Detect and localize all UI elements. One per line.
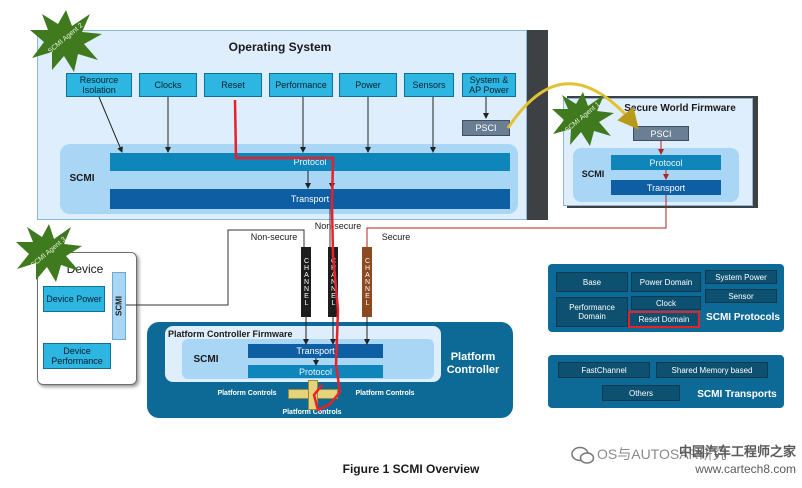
scmi-transports-title: SCMI Transports — [697, 388, 777, 400]
service-sensors: Sensors — [404, 73, 454, 97]
os-protocol-bar: Protocol — [110, 153, 510, 171]
platform-controller-label: Platform Controller — [446, 351, 500, 376]
os-transport-bar: Transport — [110, 189, 510, 209]
os-box-shadow — [525, 30, 548, 220]
service-power: Power — [339, 73, 397, 97]
non-secure-label-left: Non-secure — [250, 232, 298, 242]
agent-2-burst: SCMI Agent 2 — [28, 8, 104, 74]
platform-controls-bottom: Platform Controls — [282, 408, 342, 416]
device-title: Device — [66, 262, 104, 276]
protocol-sensor: Sensor — [705, 289, 777, 303]
transport-shared-memory: Shared Memory based — [656, 362, 768, 378]
secure-transport-bar: Transport — [611, 180, 721, 195]
protocol-clock: Clock — [631, 296, 701, 310]
channel-1: CHANNEL — [301, 247, 311, 317]
secure-scmi-label: SCMI — [581, 169, 605, 179]
transport-fastchannel: FastChannel — [558, 362, 650, 378]
platform-scmi-label: SCMI — [193, 353, 219, 365]
platform-protocol-bar: Protocol — [248, 365, 383, 378]
wechat-icon — [571, 446, 595, 464]
device-power-box: Device Power — [43, 286, 105, 312]
protocol-base: Base — [556, 272, 628, 292]
device-performance-box: Device Performance — [43, 343, 111, 369]
transport-others: Others — [602, 385, 680, 401]
service-system-ap-power: System & AP Power — [462, 73, 516, 97]
secure-protocol-bar: Protocol — [611, 155, 721, 170]
figure-caption: Figure 1 SCMI Overview — [342, 462, 480, 476]
service-resource-isolation: Resource Isolation — [66, 73, 132, 97]
watermark-line1: OS与AUTOSAR研究 — [597, 446, 727, 462]
protocol-reset-domain: Reset Domain — [628, 311, 700, 328]
scmi-protocols-title: SCMI Protocols — [706, 311, 780, 323]
platform-controls-left: Platform Controls — [217, 389, 277, 397]
agent-3-burst: SCMI Agent 3 — [14, 222, 84, 284]
channel-2: CHANNEL — [328, 247, 338, 317]
platform-controls-right: Platform Controls — [355, 389, 415, 397]
watermark-line2: 中国汽车工程师之家 — [678, 443, 796, 459]
platform-firmware-title: Platform Controller Firmware — [168, 328, 293, 339]
platform-transport-bar: Transport — [248, 344, 383, 358]
agent-1-burst: SCMI Agent 1 — [550, 90, 616, 148]
channel-secure: CHANNEL — [362, 247, 372, 317]
protocol-performance-domain: Performance Domain — [556, 297, 628, 327]
non-secure-label-mid: Non-secure — [314, 221, 362, 231]
service-clocks: Clocks — [139, 73, 197, 97]
protocol-power-domain: Power Domain — [631, 272, 701, 292]
watermark-line3: www.cartech8.com — [695, 462, 796, 476]
watermark: OS与AUTOSAR研究 中国汽车工程师之家 www.cartech8.com — [571, 441, 796, 481]
secure-label: Secure — [381, 232, 411, 242]
secure-psci-box: PSCI — [633, 126, 689, 141]
protocol-system-power: System Power — [705, 270, 777, 284]
service-performance: Performance — [269, 73, 333, 97]
os-title: Operating System — [228, 40, 332, 54]
secure-world-title: Secure World Firmware — [624, 102, 736, 114]
os-scmi-label: SCMI — [69, 172, 95, 184]
service-reset: Reset — [204, 73, 262, 97]
